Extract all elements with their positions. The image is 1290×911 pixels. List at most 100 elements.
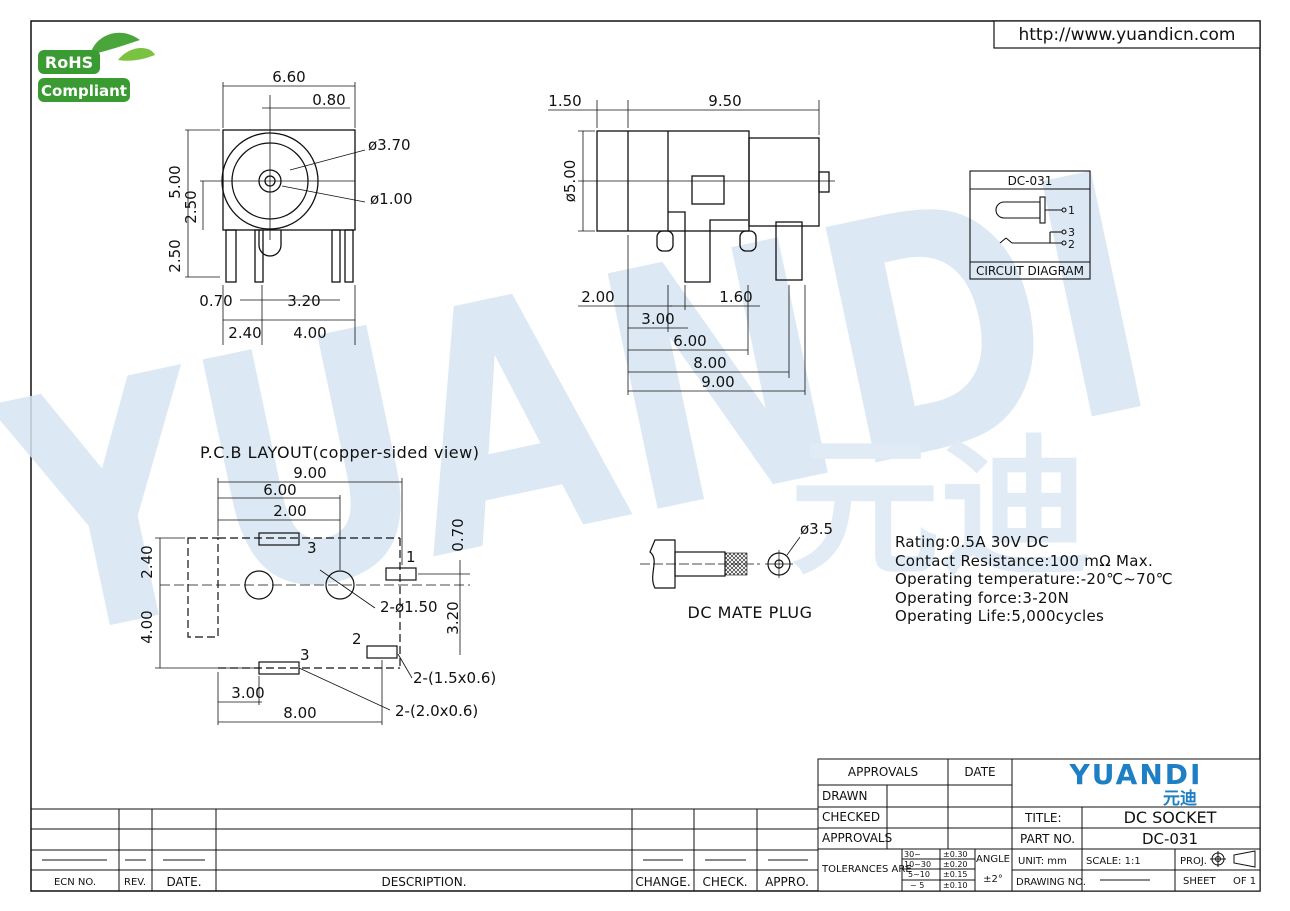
tb-tol-range-2: 5~10: [908, 870, 930, 879]
pcb-dim-24: 2.40: [138, 545, 156, 578]
yuandi-logo-cn: 元迪: [1163, 788, 1197, 809]
tb-sheet: SHEET: [1183, 876, 1217, 887]
pcb-dim-32: 3.20: [444, 601, 462, 634]
rev-rev: REV.: [124, 877, 146, 888]
tb-tol-range-3: ~ 5: [910, 881, 924, 890]
tb-date-header: DATE: [964, 765, 995, 779]
tb-angle-value: ±2°: [983, 874, 1003, 885]
spec-temperature: Operating temperature:-20℃~70℃: [895, 570, 1173, 588]
tb-title-label: TITLE:: [1024, 811, 1062, 825]
pcb-dim-2: 2.00: [273, 502, 306, 520]
dim-dia-inner: ø1.00: [370, 190, 413, 208]
front-view: [185, 82, 366, 345]
plug-dia: ø3.5: [800, 520, 833, 538]
dim-side-offset: 1.50: [548, 92, 581, 110]
rev-date: DATE.: [166, 875, 201, 889]
title-block: [817, 758, 1261, 892]
tb-tolerances-label: TOLERANCES ARE: [821, 864, 912, 875]
circuit-pin-2: 2: [1068, 238, 1075, 251]
tb-tol-value-0: ±0.30: [943, 850, 968, 859]
dim-pin-gap: 3.20: [287, 292, 320, 310]
specifications: Rating:0.5A 30V DC Contact Resistance:10…: [895, 533, 1173, 625]
pcb-pad-small-label: 2-(1.5x0.6): [413, 669, 496, 687]
dim-side-d6: 9.00: [701, 373, 734, 391]
pcb-dim-40: 4.00: [138, 610, 156, 643]
tb-part-value: DC-031: [1142, 830, 1198, 848]
tb-tol-value-2: ±0.15: [943, 870, 968, 879]
tb-drawn: DRAWN: [822, 789, 868, 803]
pcb-pin-3b: 3: [300, 646, 310, 664]
spec-rating: Rating:0.5A 30V DC: [895, 533, 1049, 551]
rohs-leaf-icon: [90, 32, 140, 55]
pcb-dim-07: 0.70: [449, 518, 467, 551]
tb-approvals-row: APPROVALS: [822, 831, 892, 845]
tb-of: OF 1: [1233, 876, 1256, 887]
rohs-badge: RoHS Compliant: [38, 32, 155, 102]
sheet-border: [30, 20, 1261, 892]
tb-tol-value-1: ±0.20: [943, 860, 968, 869]
dim-side-d1: 2.00: [581, 288, 614, 306]
tb-approvals-header: APPROVALS: [848, 765, 918, 779]
side-view: [548, 100, 835, 395]
pcb-hole-label: 2-ø1.50: [380, 598, 438, 616]
dim-front-height: 5.00: [166, 165, 184, 198]
pcb-pin-2: 2: [352, 630, 362, 648]
rev-check: CHECK.: [702, 875, 747, 889]
tb-checked: CHECKED: [822, 810, 880, 824]
circuit-pin-1: 1: [1068, 204, 1075, 217]
watermark-cn-text: 元迪: [790, 422, 1090, 596]
pcb-pin-3a: 3: [307, 539, 317, 557]
circuit-caption: CIRCUIT DIAGRAM: [976, 264, 1084, 278]
dim-dia-outer: ø3.70: [368, 136, 411, 154]
dim-side-d3: 3.00: [641, 310, 674, 328]
rohs-text: RoHS: [45, 53, 93, 72]
pcb-dim-8: 8.00: [283, 704, 316, 722]
projection-symbol-icon: [1210, 850, 1256, 868]
rev-appro: APPRO.: [765, 875, 809, 889]
tb-tol-value-3: ±0.10: [943, 881, 968, 890]
rev-ecn: ECN NO.: [54, 877, 96, 888]
dim-pin-height: 2.50: [166, 239, 184, 272]
tb-proj: PROJ.: [1180, 856, 1207, 867]
tb-tol-range-0: 30~: [904, 850, 921, 859]
pcb-pad-large-label: 2-(2.0x0.6): [395, 702, 478, 720]
revision-block: [31, 808, 818, 891]
url-box: [993, 20, 1261, 49]
plug-label: DC MATE PLUG: [688, 603, 813, 622]
pcb-dim-3: 3.00: [231, 684, 264, 702]
pcb-dim-6: 6.00: [263, 481, 296, 499]
dim-front-offset: 0.80: [312, 91, 345, 109]
dim-side-length: 9.50: [708, 92, 741, 110]
dim-right-offset: 4.00: [293, 324, 326, 342]
pcb-pin-1: 1: [406, 548, 416, 566]
tb-scale: SCALE: 1:1: [1086, 856, 1141, 867]
dim-left-offset: 2.40: [228, 324, 261, 342]
pcb-dim-9: 9.00: [293, 464, 326, 482]
dim-front-width: 6.60: [272, 68, 305, 86]
dim-pin-width: 0.70: [199, 292, 232, 310]
dim-side-d2: 1.60: [719, 288, 752, 306]
dim-center-height: 2.50: [182, 190, 200, 223]
tb-title-value: DC SOCKET: [1124, 808, 1217, 827]
spec-resistance: Contact Resistance:100 mΩ Max.: [895, 552, 1153, 570]
dim-side-d4: 6.00: [673, 332, 706, 350]
yuandi-logo: YUANDI: [1069, 758, 1203, 791]
pcb-title: P.C.B LAYOUT(copper-sided view): [200, 443, 479, 462]
spec-life: Operating Life:5,000cycles: [895, 607, 1104, 625]
rohs-leaf-small-icon: [118, 48, 155, 61]
tb-drawing-no: DRAWING NO.: [1016, 877, 1086, 888]
rev-change: CHANGE.: [635, 875, 690, 889]
rev-description: DESCRIPTION.: [381, 875, 466, 889]
website-url: http://www.yuandicn.com: [1018, 25, 1235, 45]
circuit-diagram: [969, 170, 1091, 280]
spec-force: Operating force:3-20N: [895, 589, 1069, 607]
tb-tol-range-1: 10~30: [904, 860, 931, 869]
dim-side-d5: 8.00: [693, 354, 726, 372]
dim-side-dia: ø5.00: [561, 160, 579, 203]
compliant-text: Compliant: [41, 82, 127, 100]
pcb-layout: [155, 478, 470, 725]
circuit-pin-3: 3: [1068, 226, 1075, 239]
circuit-title: DC-031: [1008, 174, 1053, 188]
dc-mate-plug: [640, 536, 801, 589]
